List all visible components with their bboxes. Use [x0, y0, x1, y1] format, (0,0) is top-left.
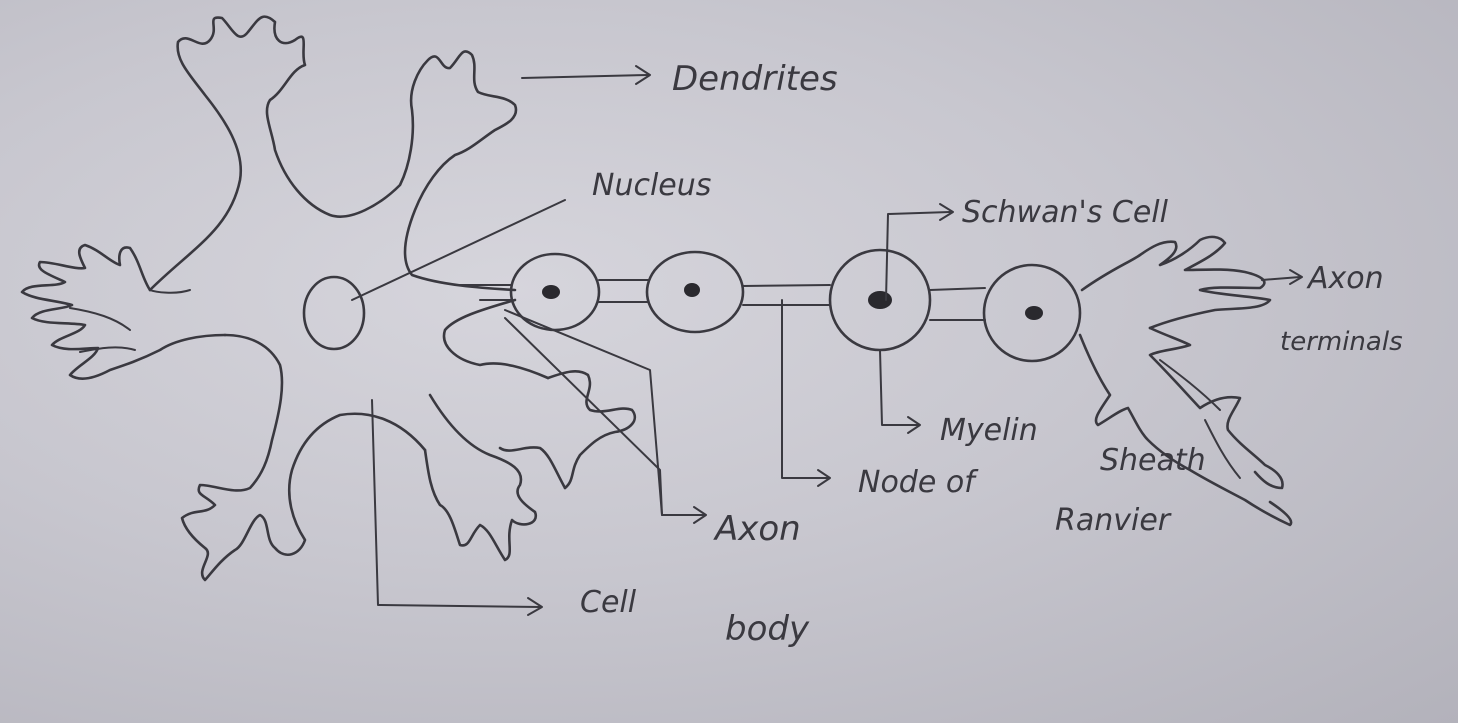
- label-axon: Axon: [713, 509, 801, 549]
- label-myelin-sheath-2: Sheath: [1100, 443, 1206, 478]
- label-axon-terminals-2: terminals: [1280, 327, 1403, 357]
- label-node-of-ranvier-1: Node of: [858, 465, 979, 500]
- label-myelin-sheath-1: Myelin: [940, 413, 1038, 448]
- label-nucleus: Nucleus: [592, 168, 711, 203]
- label-cell-body-2: body: [725, 609, 810, 649]
- cell-body-outline: [22, 17, 635, 580]
- label-schwann-cell: Schwan's Cell: [962, 195, 1169, 230]
- label-node-of-ranvier-2: Ranvier: [1055, 503, 1172, 538]
- nucleus-circle: [304, 277, 364, 349]
- axon-myelin-segments: [455, 250, 1080, 361]
- axon-terminals-drawing: [1080, 237, 1291, 525]
- label-cell-body-1: Cell: [580, 585, 637, 620]
- label-axon-terminals-1: Axon: [1306, 261, 1384, 296]
- label-dendrites: Dendrites: [672, 59, 838, 99]
